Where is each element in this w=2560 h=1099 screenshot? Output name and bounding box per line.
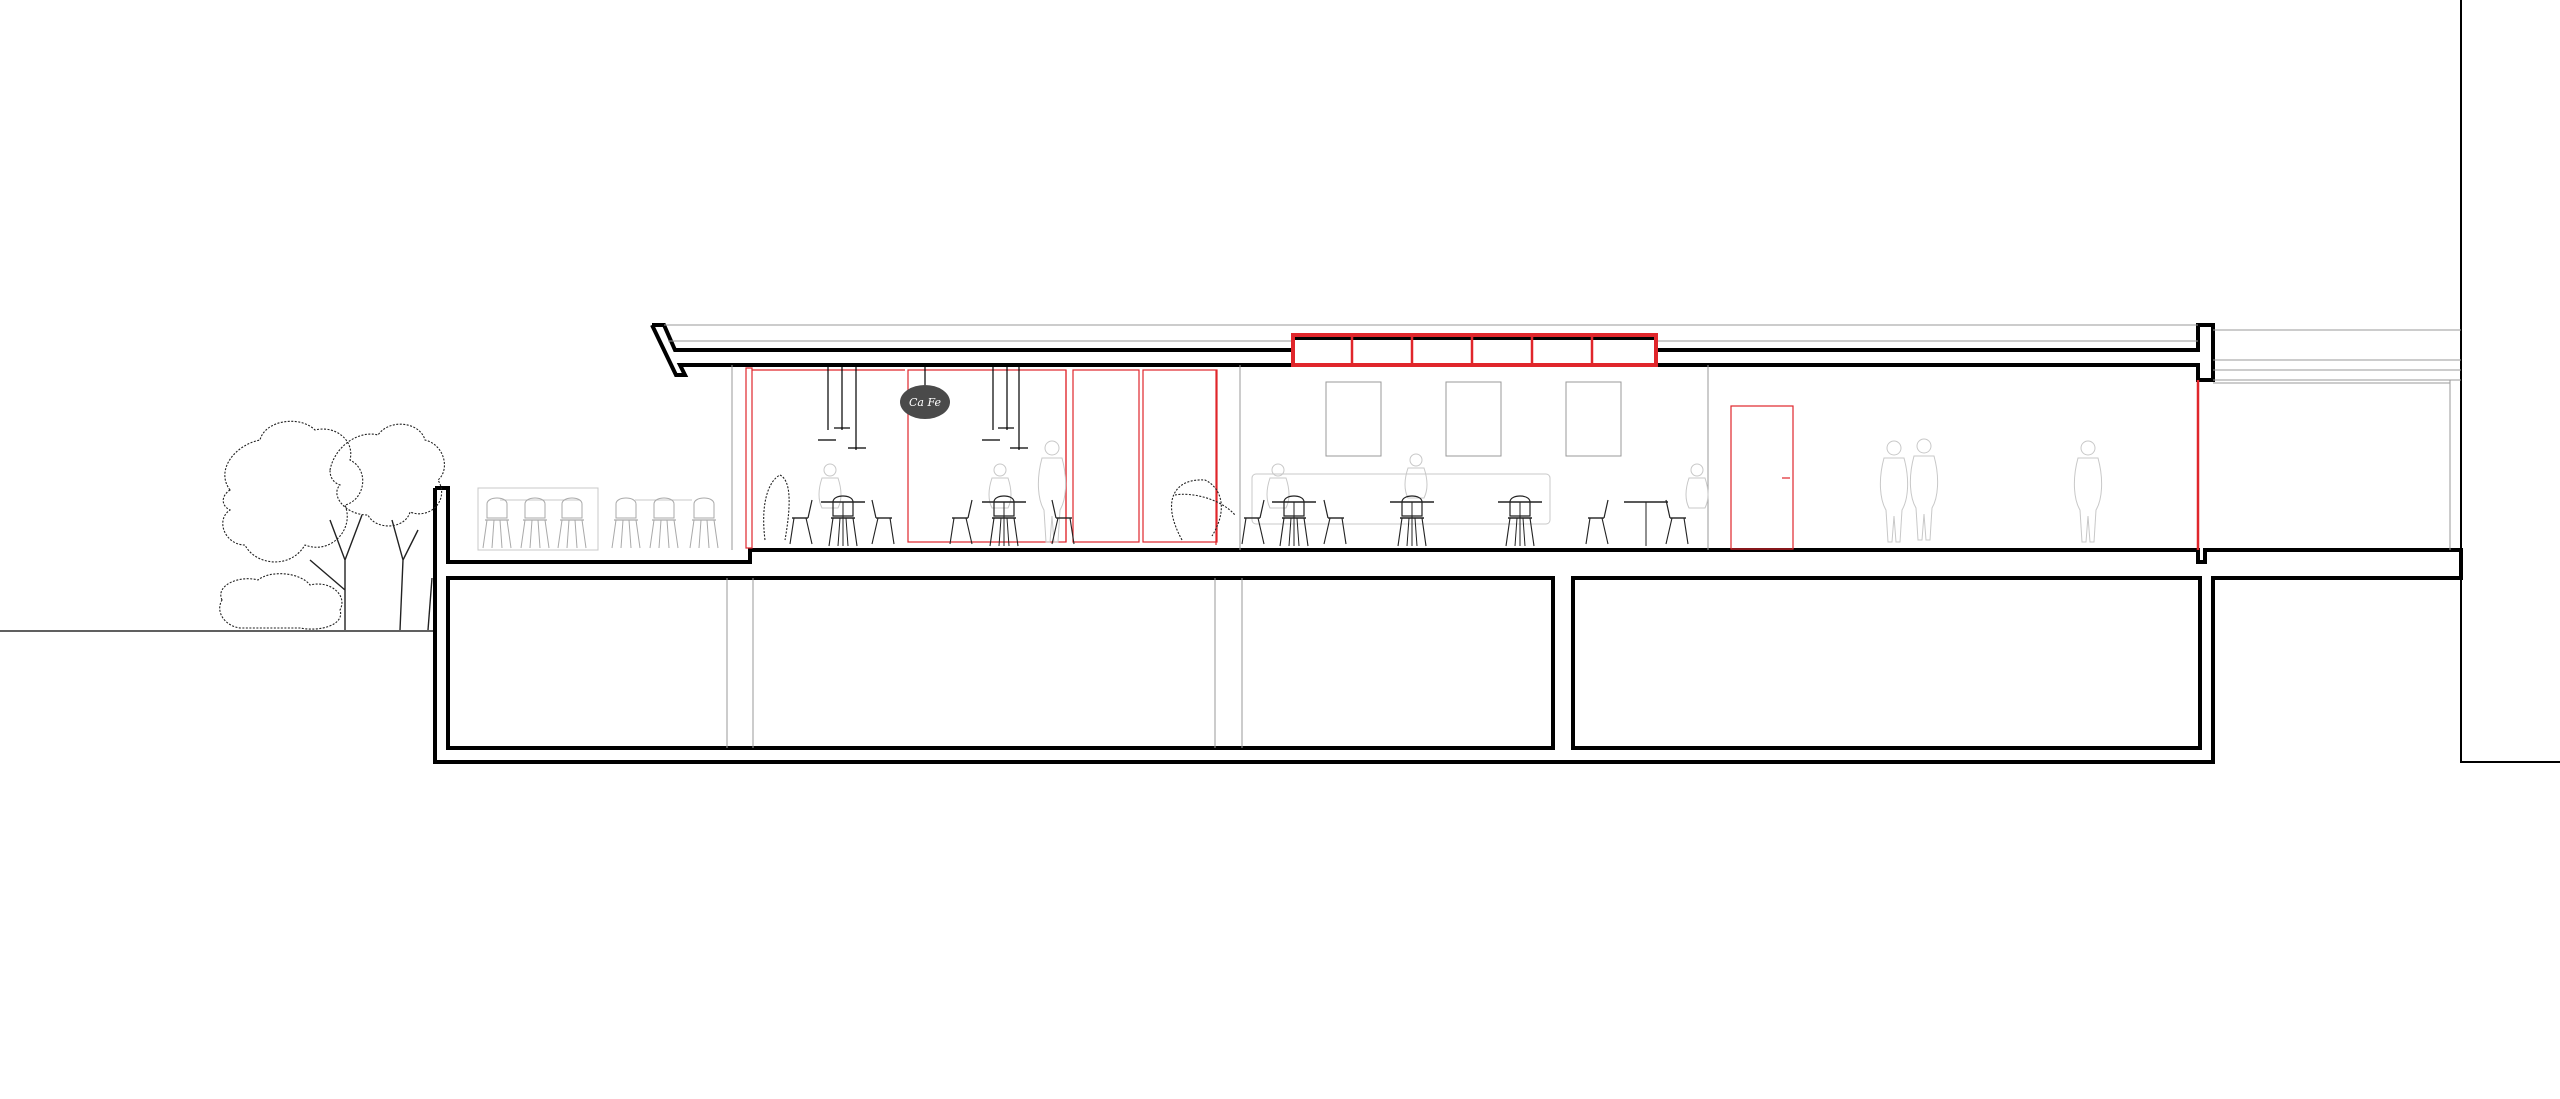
trees	[219, 420, 445, 631]
wall-frames	[1325, 381, 1622, 457]
neighbor-wall	[2460, 0, 2560, 763]
glazing-facade	[745, 367, 2200, 550]
indoor-plants	[763, 474, 1236, 541]
skylight	[1291, 333, 1658, 367]
terrace-furniture	[482, 497, 719, 549]
people	[1879, 438, 2103, 543]
cafe-sign: Ca Fe	[900, 365, 950, 419]
cafe-sign-text: Ca Fe	[909, 396, 942, 409]
door	[1730, 405, 1794, 550]
interior-structure	[731, 365, 2451, 550]
basement	[446, 576, 2202, 750]
cafe-furniture	[789, 440, 1709, 547]
floor-slab	[433, 486, 2463, 764]
pendant-lights	[818, 365, 1028, 450]
roof	[650, 323, 2461, 382]
terrace-balustrade	[477, 487, 599, 551]
